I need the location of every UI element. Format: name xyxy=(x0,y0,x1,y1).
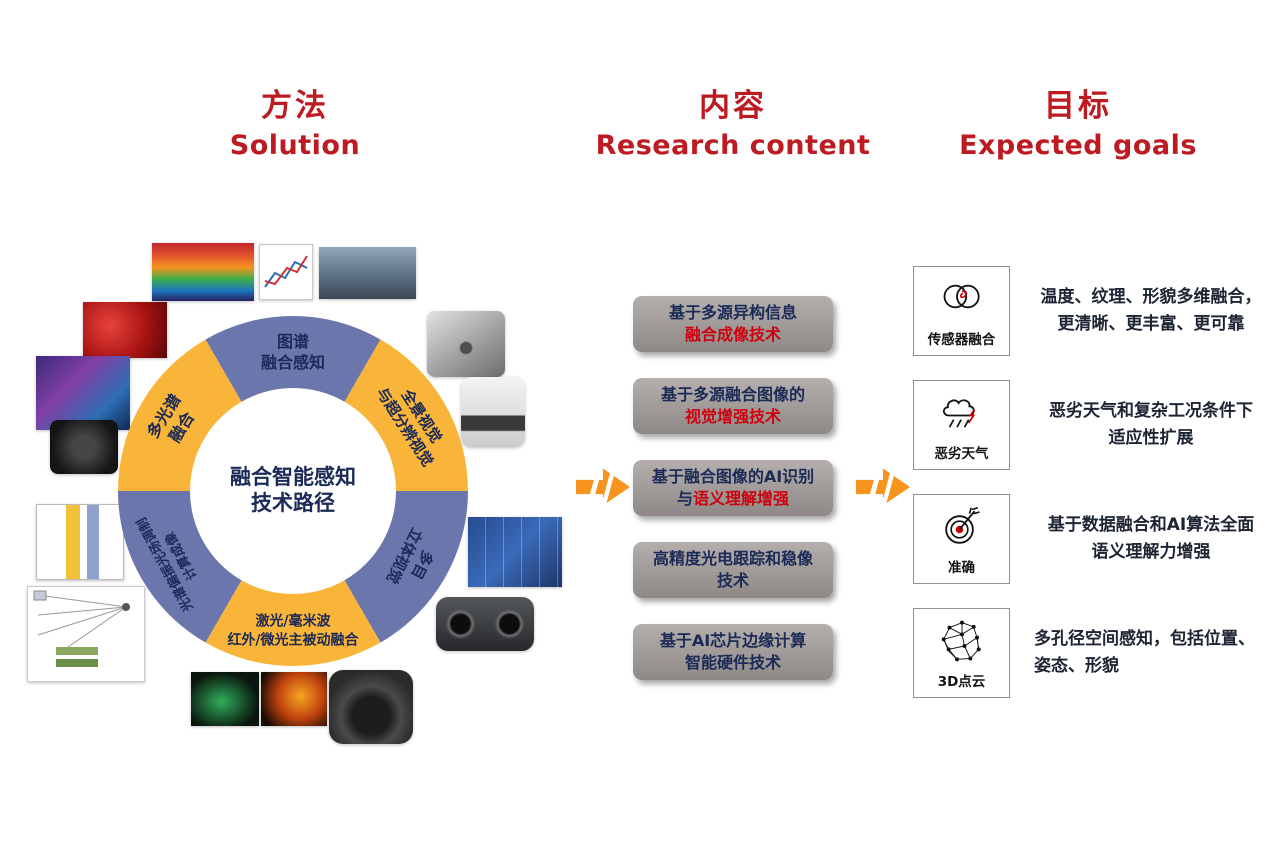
research-box-line2: 技术 xyxy=(716,571,749,590)
goal-description: 温度、纹理、形貌多维融合， 更清晰、更丰富、更可靠 xyxy=(1040,286,1262,334)
goal-label: 准确 xyxy=(948,560,975,576)
accuracy-card: 准确 xyxy=(913,494,1010,584)
goal-label: 传感器融合 xyxy=(927,332,996,348)
thumbnail-spectral-scene xyxy=(36,356,130,430)
ring-segment-label-3: 激光/毫米波红外/微光主被动融合 xyxy=(227,612,359,648)
spectral-curves xyxy=(264,255,308,288)
research-box-line2: 与语义理解增强 xyxy=(676,489,790,508)
ring-segment-1 xyxy=(344,339,468,491)
goal-row-sensor-fusion: 传感器融合 温度、纹理、形貌多维融合， 更清晰、更丰富、更可靠 xyxy=(913,266,1268,356)
goal-label: 3D点云 xyxy=(937,674,986,690)
goal-row-accuracy: 准确 基于数据融合和AI算法全面 语义理解力增强 xyxy=(913,494,1268,584)
optical-path xyxy=(33,590,130,667)
ring-segment-4 xyxy=(118,491,242,643)
thumbnail-gimbal-camera xyxy=(329,670,413,744)
research-box-line2: 融合成像技术 xyxy=(684,325,781,344)
goals-header-en: Expected goals xyxy=(959,130,1197,161)
goal-label: 恶劣天气 xyxy=(934,446,989,462)
thumbnail-lens-module-schematic xyxy=(36,504,124,580)
research-box-line1: 基于多源融合图像的 xyxy=(660,385,805,405)
point-cloud-card: 3D点云 xyxy=(913,608,1010,698)
thumbnail-night-vision-image xyxy=(191,672,259,726)
goal-row-bad-weather: 恶劣天气 恶劣天气和复杂工况条件下 适应性扩展 xyxy=(913,380,1268,470)
research-content-list: 基于多源异构信息 融合成像技术 基于多源融合图像的 视觉增强技术 基于融合图像的… xyxy=(633,296,833,706)
goals-header: 目标 Expected goals xyxy=(948,80,1208,161)
thumbnail-multispectral-fruit-cube xyxy=(152,243,254,301)
ring-center-title: 融合智能感知技术路径 xyxy=(230,465,356,515)
research-box-edge-computing: 基于AI芯片边缘计算 智能硬件技术 xyxy=(633,624,833,680)
solution-header: 方法 Solution xyxy=(170,80,420,161)
ring-segment-5 xyxy=(118,339,242,491)
solution-header-en: Solution xyxy=(229,130,361,161)
research-box-line1: 基于融合图像的AI识别 xyxy=(651,467,815,487)
research-box-line1: 基于AI芯片边缘计算 xyxy=(659,631,807,651)
research-box-fusion-imaging: 基于多源异构信息 融合成像技术 xyxy=(633,296,833,352)
research-box-line2: 智能硬件技术 xyxy=(684,653,781,672)
goal-row-point-cloud: 3D点云 多孔径空间感知，包括位置、 姿态、形貌 xyxy=(913,608,1268,698)
ring-segment-3 xyxy=(205,580,381,666)
ring-segment-2 xyxy=(344,491,468,643)
bad-weather-icon xyxy=(942,399,975,428)
point-cloud-icon xyxy=(941,620,981,662)
goal-description: 多孔径空间感知，包括位置、 姿态、形貌 xyxy=(1034,628,1255,676)
bad-weather-card: 恶劣天气 xyxy=(913,380,1010,470)
thumbnail-multi-camera-cube xyxy=(427,311,505,377)
content-header-en: Research content xyxy=(595,130,871,161)
thumbnail-blue-freight-scene xyxy=(468,517,562,587)
thumbnail-round-sensor xyxy=(50,420,118,474)
solution-header-zh: 方法 xyxy=(261,88,329,124)
thumbnail-spectral-curve-chart xyxy=(259,244,313,300)
solution-ring-svg: 图谱融合感知全景视觉与超分辨视觉多目立体视觉激光/毫米波红外/微光主被动融合光谱… xyxy=(118,316,468,666)
research-box-ai-recognition: 基于融合图像的AI识别 与语义理解增强 xyxy=(633,460,833,516)
sensor-fusion-card: 传感器融合 xyxy=(913,266,1010,356)
thumbnail-panoramic-camera xyxy=(461,377,525,447)
goal-description: 基于数据融合和AI算法全面 语义理解力增强 xyxy=(1047,514,1255,562)
ring-segment-label-0: 图谱融合感知 xyxy=(261,332,325,372)
content-header: 内容 Research content xyxy=(593,80,873,161)
arrow-content-to-goals-icon xyxy=(856,468,910,506)
ring-segment-0 xyxy=(205,316,381,402)
accuracy-target-icon xyxy=(944,507,980,544)
solution-ring: 图谱融合感知全景视觉与超分辨视觉多目立体视觉激光/毫米波红外/微光主被动融合光谱… xyxy=(108,306,478,676)
sensor-fusion-icon xyxy=(943,284,980,309)
content-header-zh: 内容 xyxy=(699,88,767,124)
goal-description: 恶劣天气和复杂工况条件下 适应性扩展 xyxy=(1049,400,1253,448)
research-box-visual-enhancement: 基于多源融合图像的 视觉增强技术 xyxy=(633,378,833,434)
goals-header-zh: 目标 xyxy=(1044,88,1112,124)
thumbnail-stereo-camera xyxy=(436,597,534,651)
thumbnail-thermal-image xyxy=(261,672,327,726)
arrow-solution-to-content-icon xyxy=(576,468,630,506)
research-box-line1: 高精度光电跟踪和稳像 xyxy=(652,549,813,569)
research-box-line1: 基于多源异构信息 xyxy=(668,303,797,323)
thumbnail-panoramic-pipeline xyxy=(319,247,416,299)
thumbnail-optical-path-diagram xyxy=(27,586,145,682)
research-box-tracking-stabilization: 高精度光电跟踪和稳像 技术 xyxy=(633,542,833,598)
thumbnail-thermal-fruit xyxy=(83,302,167,358)
expected-goals-list: 传感器融合 温度、纹理、形貌多维融合， 更清晰、更丰富、更可靠 恶劣天气 恶劣天… xyxy=(913,266,1268,722)
research-box-line2: 视觉增强技术 xyxy=(684,407,781,426)
